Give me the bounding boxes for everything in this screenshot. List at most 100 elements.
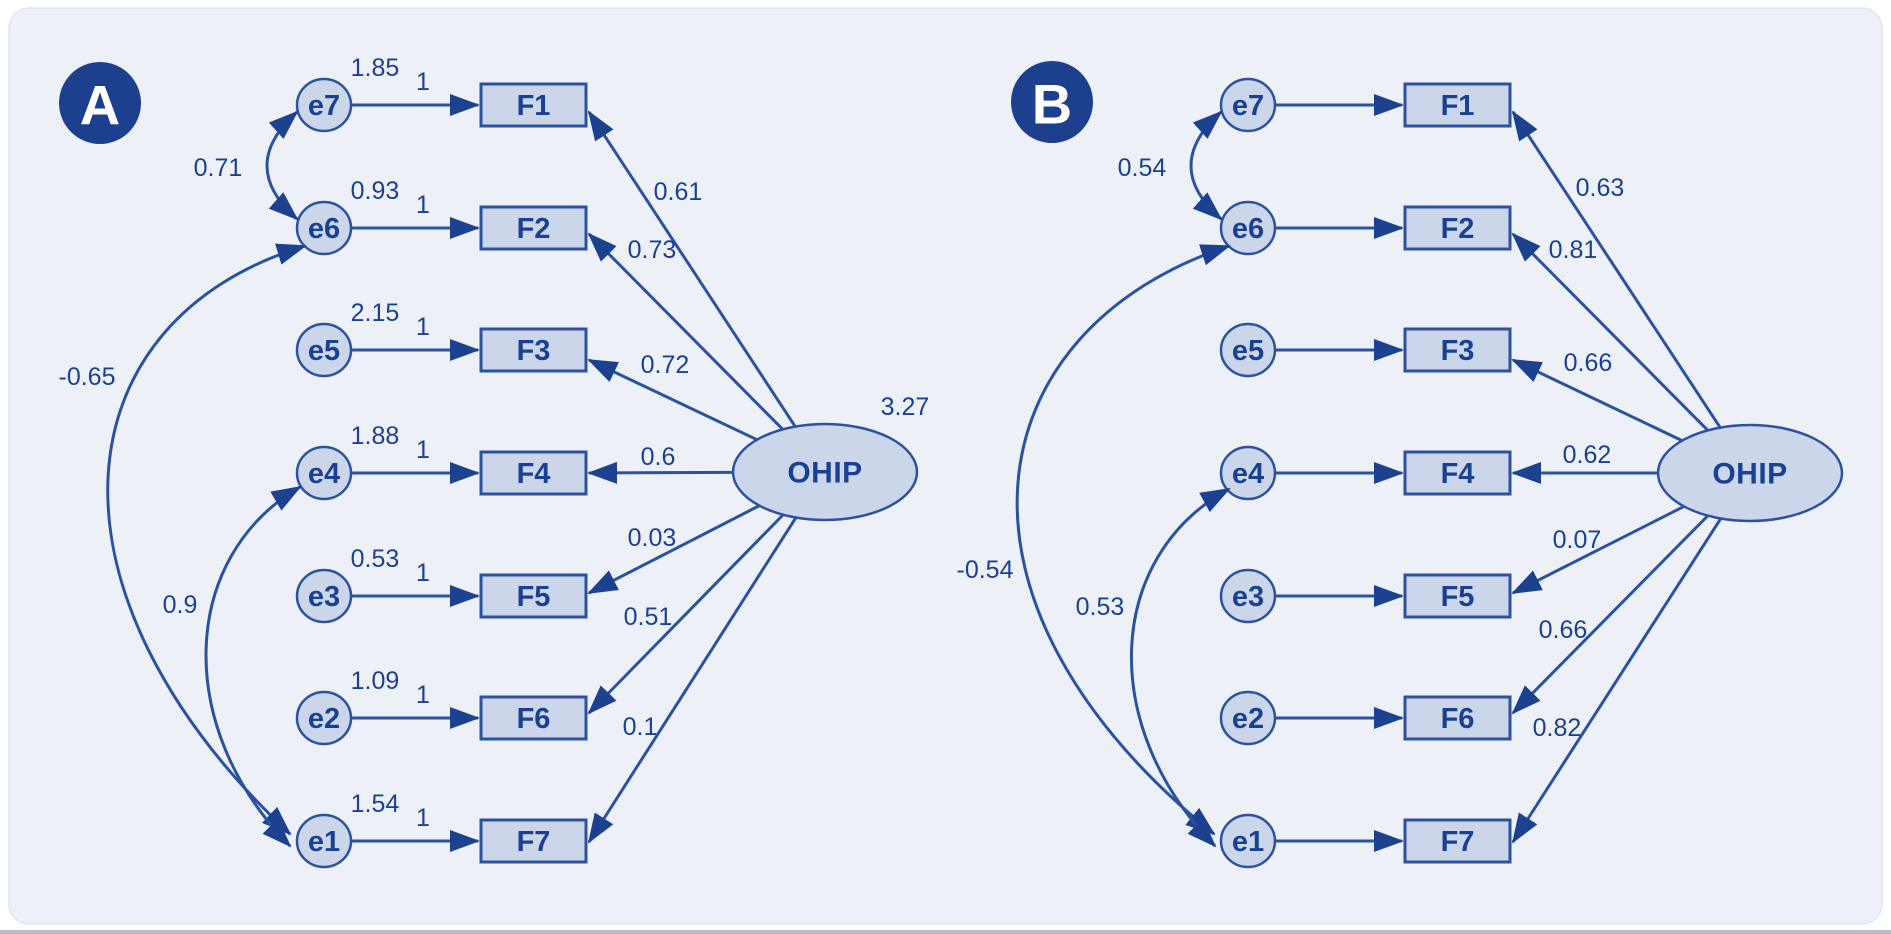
b-factor-box-label-f5: F5 — [1441, 581, 1475, 613]
a-error-variance-label-e1: 1.54 — [351, 790, 400, 818]
a-error-variance-label-e5: 2.15 — [351, 299, 400, 327]
a-loading-label-f1: 0.61 — [654, 178, 703, 206]
a-factor-box-f1 — [479, 82, 588, 128]
b-error-node-label-e7: e7 — [1232, 90, 1264, 122]
b-factor-box-label-f3: F3 — [1441, 335, 1475, 367]
a-panel-badge-label: A — [80, 74, 120, 137]
a-error-node-label-e7: e7 — [308, 90, 340, 122]
b-error-node-label-e1: e1 — [1232, 826, 1264, 858]
b-loading-label-f4: 0.62 — [1563, 441, 1612, 469]
a-error-node-e7 — [295, 77, 353, 133]
b-factor-box-f4 — [1403, 450, 1512, 496]
b-loading-arrow-f5 — [1511, 505, 1685, 595]
a-loading-arrow-f7 — [587, 516, 798, 844]
b-loading-arrow-f6 — [1511, 514, 1709, 715]
a-covariance-label-e6-e1: -0.65 — [59, 363, 116, 391]
b-panel-badge — [1011, 61, 1093, 143]
b-covariance-label-e6-e1: -0.54 — [957, 556, 1014, 584]
b-factor-box-label-f1: F1 — [1441, 90, 1475, 122]
a-factor-box-label-f5: F5 — [517, 581, 551, 613]
b-loading-label-f6: 0.66 — [1539, 616, 1588, 644]
b-factor-box-f2 — [1403, 205, 1512, 251]
a-factor-box-label-f1: F1 — [517, 90, 551, 122]
a-error-variance-label-e2: 1.09 — [351, 667, 400, 695]
b-covariance-curve-e6-e1 — [1015, 244, 1231, 836]
b-error-node-label-e5: e5 — [1232, 335, 1264, 367]
a-factor-box-f6 — [479, 695, 588, 741]
a-loading-arrow-f5 — [587, 504, 761, 595]
a-loading-arrow-f6 — [587, 513, 785, 715]
b-covariance-curve-e7-e6 — [1189, 110, 1223, 221]
b-loading-label-f2: 0.81 — [1549, 236, 1598, 264]
a-factor-box-label-f4: F4 — [517, 458, 551, 490]
b-factor-box-f5 — [1403, 573, 1512, 619]
b-factor-box-label-f7: F7 — [1441, 826, 1475, 858]
a-error-variance-label-e7: 1.85 — [351, 54, 400, 82]
a-covariance-curve-e6-e1 — [106, 243, 307, 836]
b-error-node-label-e3: e3 — [1232, 581, 1264, 613]
a-covariance-curve-e4-e1 — [204, 485, 302, 848]
a-loading-label-f7: 0.1 — [623, 713, 658, 741]
a-factor-box-label-f7: F7 — [517, 826, 551, 858]
a-factor-box-f7 — [479, 818, 588, 864]
a-regression-weight-label-f5: 1 — [416, 559, 430, 587]
a-latent-label: OHIP — [787, 457, 862, 490]
a-loading-arrow-f2 — [587, 232, 784, 431]
a-factor-box-f3 — [479, 327, 588, 373]
a-loading-arrow-f3 — [587, 358, 758, 442]
a-loading-label-f6: 0.51 — [624, 603, 673, 631]
a-loading-label-f4: 0.6 — [641, 443, 676, 471]
bottom-edge-line — [0, 930, 1891, 934]
a-error-node-label-e2: e2 — [308, 703, 340, 735]
a-covariance-label-e7-e6: 0.71 — [194, 154, 243, 182]
a-factor-box-label-f6: F6 — [517, 703, 551, 735]
b-factor-box-label-f6: F6 — [1441, 703, 1475, 735]
a-covariance-label-e4-e1: 0.9 — [163, 591, 198, 619]
a-error-variance-label-e3: 0.53 — [351, 545, 400, 573]
a-loading-label-f2: 0.73 — [628, 236, 677, 264]
a-factor-box-label-f2: F2 — [517, 213, 551, 245]
a-regression-weight-label-f7: 1 — [416, 804, 430, 832]
a-factor-box-label-f3: F3 — [517, 335, 551, 367]
a-factor-box-f5 — [479, 573, 588, 619]
b-loading-arrow-f3 — [1511, 358, 1683, 442]
a-panel-badge — [59, 62, 141, 144]
a-error-node-label-e3: e3 — [308, 581, 340, 613]
b-factor-box-f6 — [1403, 695, 1512, 741]
b-factor-box-f3 — [1403, 327, 1512, 373]
b-loading-arrow-f1 — [1511, 110, 1722, 429]
b-loading-label-f1: 0.63 — [1576, 174, 1625, 202]
a-error-node-e6 — [295, 200, 353, 256]
b-covariance-label-e4-e1: 0.53 — [1076, 593, 1125, 621]
a-latent-variance-label: 3.27 — [881, 393, 930, 421]
a-loading-arrow-f4 — [587, 461, 734, 484]
b-loading-label-f3: 0.66 — [1564, 349, 1613, 377]
b-factor-box-label-f2: F2 — [1441, 213, 1475, 245]
a-regression-weight-label-f1: 1 — [416, 68, 430, 96]
a-error-variance-label-e4: 1.88 — [351, 422, 400, 450]
a-error-node-label-e1: e1 — [308, 826, 340, 858]
a-covariance-curve-e7-e6 — [265, 110, 299, 221]
a-regression-weight-label-f2: 1 — [416, 191, 430, 219]
a-error-node-label-e6: e6 — [308, 213, 340, 245]
a-loading-arrow-f1 — [587, 110, 797, 428]
a-error-node-label-e4: e4 — [308, 458, 340, 490]
b-loading-arrow-f7 — [1511, 517, 1723, 844]
b-loading-label-f5: 0.07 — [1553, 526, 1602, 554]
a-loading-label-f5: 0.03 — [628, 524, 677, 552]
a-regression-weight-label-f4: 1 — [416, 436, 430, 464]
a-factor-box-f4 — [479, 450, 588, 496]
b-latent-label: OHIP — [1712, 458, 1787, 491]
b-factor-box-f7 — [1403, 818, 1512, 864]
a-loading-label-f3: 0.72 — [641, 351, 690, 379]
b-error-node-e7 — [1219, 77, 1277, 133]
b-factor-box-f1 — [1403, 82, 1512, 128]
b-error-node-label-e2: e2 — [1232, 703, 1264, 735]
b-error-node-label-e4: e4 — [1232, 458, 1264, 490]
b-error-node-label-e6: e6 — [1232, 213, 1264, 245]
b-loading-arrow-f2 — [1511, 232, 1709, 432]
b-loading-label-f7: 0.82 — [1533, 714, 1582, 742]
